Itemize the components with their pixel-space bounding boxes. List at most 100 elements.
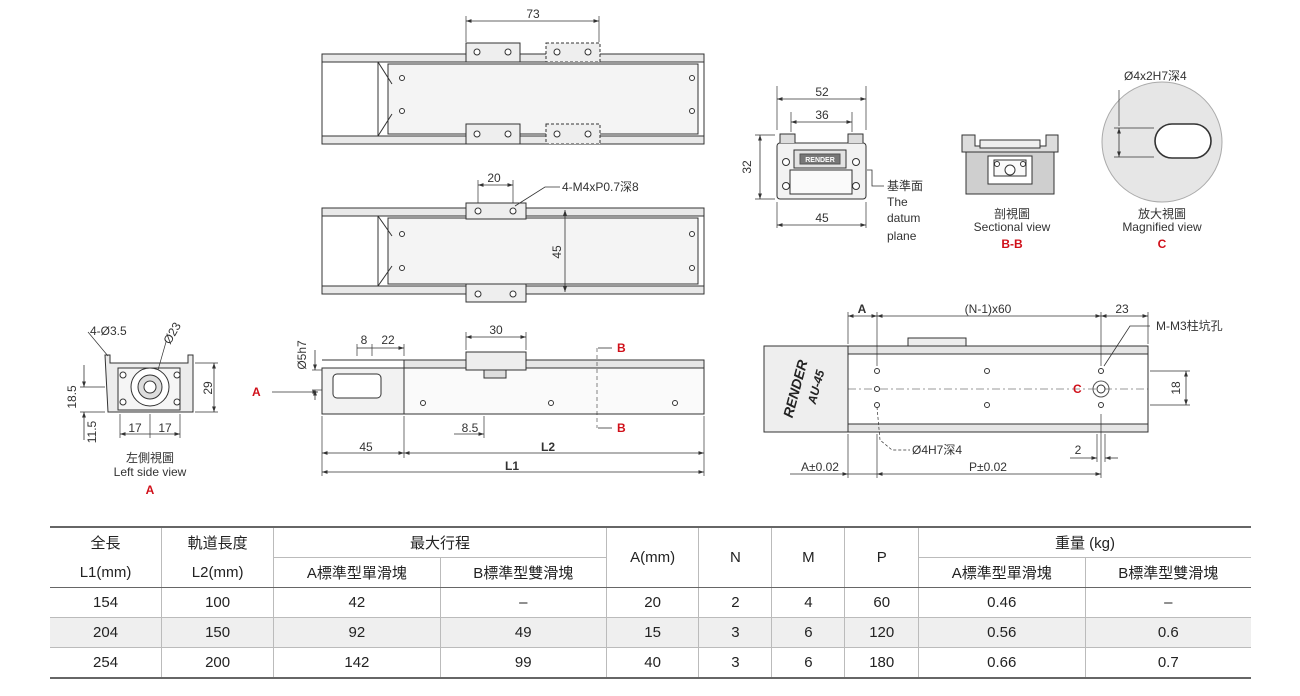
plan-d18: 18 [1169, 381, 1183, 395]
side-d45: 45 [359, 440, 373, 454]
cell-weight-a: 0.56 [917, 617, 1086, 648]
side-arrow-a: A [252, 385, 261, 399]
cell-m: 4 [771, 587, 845, 618]
magnified-spec: Ø4x2H7深4 [1124, 69, 1187, 83]
magnified-en: Magnified view [1122, 220, 1202, 234]
side-d85: 8.5 [462, 421, 479, 435]
cell-weight-b: 0.6 [1084, 617, 1251, 648]
plan-pin: Ø4H7深4 [912, 443, 962, 457]
left-cn: 左側視圖 [126, 450, 174, 465]
cell-a: 15 [605, 617, 699, 648]
left-h2: 11.5 [85, 420, 99, 443]
side-view [272, 332, 705, 476]
plan-d2: 2 [1075, 443, 1082, 457]
head-stroke-a: A標準型單滑塊 [273, 557, 441, 588]
cell-weight-b: 0.7 [1084, 647, 1251, 679]
end-logo: RENDER [805, 157, 835, 164]
cell-l2: 150 [161, 617, 274, 648]
tap-spec: 4-M4xP0.7深8 [562, 180, 639, 194]
cell-a: 40 [605, 647, 699, 679]
left-en: Left side view [114, 465, 187, 479]
head-weight-a: A標準型單滑塊 [917, 557, 1086, 588]
left-w2: 17 [158, 421, 172, 435]
dim-end-36: 36 [815, 108, 829, 122]
datum-label-cn: 基準面 [887, 178, 923, 193]
cell-l1: 154 [50, 587, 162, 618]
side-d8: 8 [361, 333, 368, 347]
cell-p: 180 [844, 647, 919, 679]
cell-l2: 200 [161, 647, 274, 679]
plan-Ptol: P±0.02 [969, 460, 1007, 474]
head-m: M [771, 526, 845, 588]
plan-Atol: A±0.02 [801, 460, 839, 474]
section-mark-top: B [617, 341, 626, 355]
head-rail-len-unit: L2(mm) [161, 557, 274, 588]
left-h3: 29 [201, 381, 215, 395]
cell-stroke-b: 49 [439, 617, 607, 648]
dim-end-52: 52 [815, 85, 829, 99]
cell-l1: 254 [50, 647, 162, 679]
cell-stroke-b: 99 [439, 647, 607, 679]
cell-l2: 100 [161, 587, 274, 618]
left-tag: A [146, 483, 155, 497]
cell-stroke-b: – [439, 587, 607, 618]
table-row: 254 200 142 99 40 3 6 180 0.66 0.7 [50, 647, 1251, 679]
top-view [321, 16, 705, 145]
side-d30: 30 [489, 323, 503, 337]
cell-p: 120 [844, 617, 919, 648]
cell-n: 3 [698, 617, 772, 648]
left-w1: 17 [128, 421, 142, 435]
head-stroke-b: B標準型雙滑塊 [439, 557, 607, 588]
head-full-len-unit: L1(mm) [50, 557, 162, 588]
head-rail-len-cn: 軌道長度 [161, 526, 274, 558]
dim-end-32: 32 [740, 160, 754, 174]
dim-mid-45: 45 [550, 245, 564, 259]
cell-a: 20 [605, 587, 699, 618]
magnified-view [1101, 81, 1223, 203]
dim-top-73: 73 [526, 7, 540, 21]
section-cn: 剖視圖 [994, 206, 1030, 221]
side-shaft: Ø5h7 [295, 340, 309, 370]
plan-A: A [858, 302, 867, 316]
section-tag: B-B [1001, 237, 1023, 251]
cell-n: 2 [698, 587, 772, 618]
head-p: P [844, 526, 919, 588]
left-h1: 18.5 [65, 385, 79, 409]
dim-mid-20: 20 [487, 171, 501, 185]
technical-drawing: 73 20 4-M4xP0.7深8 45 [65, 7, 1223, 497]
mid-view [321, 180, 705, 303]
left-dia: Ø23 [160, 320, 184, 347]
cell-weight-a: 0.46 [917, 587, 1086, 618]
magnified-tag: C [1158, 237, 1167, 251]
cell-stroke-a: 92 [273, 617, 441, 648]
left-holes: 4-Ø3.5 [90, 324, 127, 338]
head-stroke: 最大行程 [273, 526, 607, 558]
cell-m: 6 [771, 647, 845, 679]
head-weight: 重量 (kg) [917, 526, 1251, 558]
datum-label-en3: plane [887, 229, 917, 243]
dim-end-45: 45 [815, 211, 829, 225]
table-row: 154 100 42 – 20 2 4 60 0.46 – [50, 587, 1251, 618]
plan-d23: 23 [1115, 302, 1129, 316]
magnified-cn: 放大視圖 [1138, 206, 1186, 221]
cell-n: 3 [698, 647, 772, 679]
head-weight-b: B標準型雙滑塊 [1084, 557, 1251, 588]
side-L2: L2 [541, 440, 555, 454]
cell-stroke-a: 42 [273, 587, 441, 618]
plan-M: M-M3柱坑孔 [1156, 318, 1223, 333]
left-view [80, 331, 218, 440]
section-view [961, 134, 1059, 195]
cell-weight-b: – [1084, 587, 1251, 618]
plan-view [763, 312, 1190, 478]
end-view [755, 86, 884, 228]
head-n: N [698, 526, 772, 588]
spec-table: 全長 軌道長度 最大行程 A(mm) N M P 重量 (kg) L1(mm) … [50, 526, 1251, 679]
header-row-2: L1(mm) L2(mm) A標準型單滑塊 B標準型雙滑塊 A標準型單滑塊 B標… [50, 557, 1251, 588]
cell-stroke-a: 142 [273, 647, 441, 679]
cell-l1: 204 [50, 617, 162, 648]
plan-C: C [1073, 382, 1082, 396]
datum-label-en2: datum [887, 211, 920, 225]
section-mark-bottom: B [617, 421, 626, 435]
cell-p: 60 [844, 587, 919, 618]
cell-m: 6 [771, 617, 845, 648]
